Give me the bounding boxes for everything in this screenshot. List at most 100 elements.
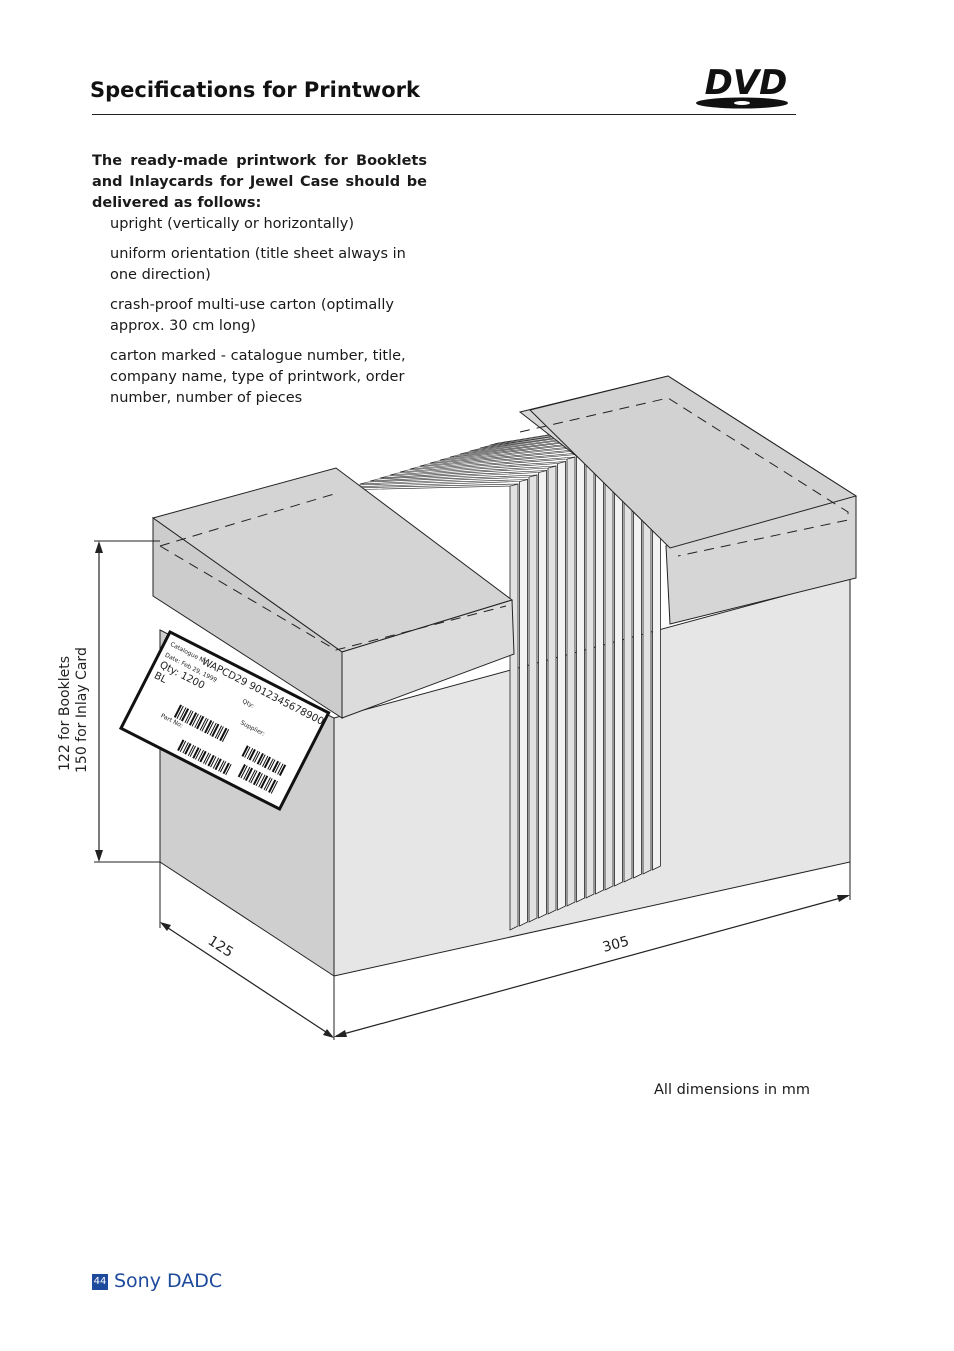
page-title: Specifications for Printwork (90, 78, 420, 102)
booklet-sheet (557, 460, 566, 911)
barcode-bar (187, 744, 195, 757)
barcode-bar (182, 742, 189, 754)
barcode-bar (271, 760, 280, 773)
barcode-bar (263, 777, 271, 791)
booklet-sheet (547, 465, 557, 915)
barcode-bar (274, 762, 281, 774)
booklet-sheet-top (369, 470, 547, 482)
barcode-bar (179, 740, 187, 752)
barcode-bar (248, 748, 256, 761)
barcode-bar (267, 758, 274, 770)
barcode-bar (192, 747, 200, 759)
booklet-sheet (519, 478, 528, 927)
depth-label: 125 (205, 933, 236, 961)
label-qty-short: Qty: (241, 698, 255, 710)
barcode-bar (221, 729, 230, 742)
barcode-bar (244, 746, 251, 758)
barcode-bar (194, 714, 202, 728)
dvd-logo-text: DVD (705, 63, 788, 103)
barcode-bar (211, 723, 220, 737)
barcode-bar (252, 750, 259, 762)
barcode-bar (241, 745, 249, 757)
booklet-sheet-top (379, 465, 557, 479)
barcode-bar (209, 722, 217, 736)
barcode-bar (202, 752, 210, 764)
dvd-logo: DVD (696, 63, 788, 109)
barcode-bar (214, 725, 223, 739)
booklet-sheet (528, 474, 538, 923)
booklet-sheet (604, 438, 614, 891)
barcode-bar (184, 743, 192, 755)
barcode-bar (207, 754, 215, 767)
barcode-bar (243, 766, 251, 780)
booklet-sheet (538, 469, 547, 919)
barcode-bar (177, 739, 185, 752)
booklet-sheet-top (389, 461, 566, 476)
barcode-bar (179, 707, 187, 721)
height-label-booklets: 122 for Booklets (57, 656, 73, 771)
barcode-bar (199, 750, 207, 763)
barcode-bar (269, 759, 276, 771)
barcode-bar (191, 713, 199, 727)
barcode-bar (246, 748, 254, 760)
barcode-bar (248, 769, 256, 783)
barcode-bar (204, 719, 213, 734)
booklet-sheet-top (399, 456, 576, 473)
booklet-sheet (566, 456, 576, 907)
barcode-bar (263, 756, 272, 769)
list-item: crash-proof multi-use carton (optimally … (110, 297, 394, 334)
barcode-bar (255, 773, 263, 787)
barcode-bar (219, 761, 227, 773)
barcode-bar (186, 710, 194, 724)
barcode-bar (222, 762, 230, 775)
barcode-bar (268, 779, 277, 793)
barcode-bar (259, 754, 266, 766)
barcode-bar (188, 712, 198, 726)
barcodes (173, 704, 287, 794)
barcode-bar (210, 756, 217, 768)
label-bl: BL (152, 670, 168, 686)
barcode-bar (176, 705, 184, 719)
barcode-bar (277, 763, 284, 775)
booklet-sheet (576, 451, 585, 903)
dimensions-note: All dimensions in mm (654, 1082, 810, 1098)
barcode-bar (196, 715, 205, 730)
barcode-bar (173, 704, 182, 718)
barcode-bar (262, 755, 269, 767)
barcode-bar (199, 717, 207, 731)
list-item: carton marked - catalogue number, title,… (110, 348, 406, 406)
length-label: 305 (601, 933, 631, 955)
booklet-sheet (585, 447, 595, 899)
barcode-bar (201, 718, 209, 732)
barcode-bar (237, 764, 246, 778)
title-rule (92, 114, 796, 115)
barcode-bar (225, 763, 232, 776)
barcode-bar (270, 780, 278, 794)
sony-dadc-logo: Sony DADC (114, 1270, 223, 1292)
carton-label: Catalogue No. WAPCD29 9012345678900 Date… (118, 629, 331, 812)
booklet-sheet-top (359, 474, 538, 485)
barcode-bar (189, 745, 196, 757)
list-item: upright (vertically or horizontally) (110, 216, 355, 232)
barcode-bar (253, 751, 261, 763)
barcode-bar (252, 771, 262, 786)
height-label-inlay: 150 for Inlay Card (74, 647, 90, 773)
barcode-bar (194, 748, 202, 760)
barcode-bar (244, 767, 254, 782)
barcode-bar (250, 770, 258, 784)
barcode-bar (184, 709, 192, 723)
booklet-sheet (509, 483, 519, 931)
barcode-bar (256, 753, 264, 765)
barcode-bar (265, 778, 273, 792)
barcode-bar (206, 721, 215, 735)
requirements-list: upright (vertically or horizontally) uni… (110, 214, 410, 418)
barcode-bar (258, 774, 266, 788)
intro-text: The ready-made printwork for Booklets an… (92, 153, 427, 211)
barcode-bar (216, 726, 224, 740)
barcode-bar (260, 775, 269, 789)
page-number: 44 (92, 1274, 108, 1290)
barcode-bar (240, 765, 248, 779)
barcode-bar (212, 757, 220, 769)
barcode-bar (204, 753, 212, 765)
